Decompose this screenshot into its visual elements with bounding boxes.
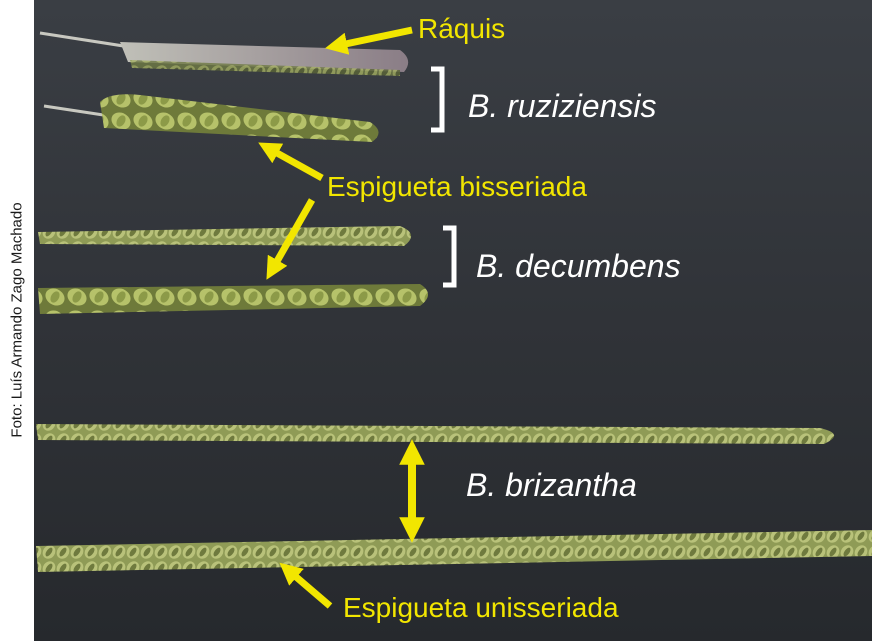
label-espigueta-unisseriada: Espigueta unisseriada (343, 592, 619, 623)
label-brizantha: B. brizantha (466, 467, 637, 503)
label-raquis: Ráquis (418, 13, 506, 44)
label-espigueta-bisseriada: Espigueta bisseriada (327, 171, 587, 202)
label-ruziziensis: B. ruziziensis (468, 88, 657, 124)
arrow-bisseriada-down (266, 198, 316, 280)
arrow-unisseriada (279, 562, 333, 609)
spike-ruziziensis-2 (43, 94, 379, 142)
arrow-bisseriada-up (258, 142, 324, 182)
credit-strip: Foto: Luís Armando Zago Machado (0, 0, 34, 641)
photo-credit: Foto: Luís Armando Zago Machado (8, 202, 26, 438)
bracket-decumbens (443, 225, 457, 288)
arrow-raquis (325, 26, 413, 55)
label-decumbens: B. decumbens (476, 248, 681, 284)
spike-decumbens-2 (38, 284, 428, 314)
spike-brizantha-1 (36, 424, 835, 444)
spike-brizantha-2 (36, 530, 872, 572)
bracket-ruziziensis (431, 66, 445, 133)
spike-decumbens-1 (38, 226, 412, 246)
photo (34, 0, 872, 641)
